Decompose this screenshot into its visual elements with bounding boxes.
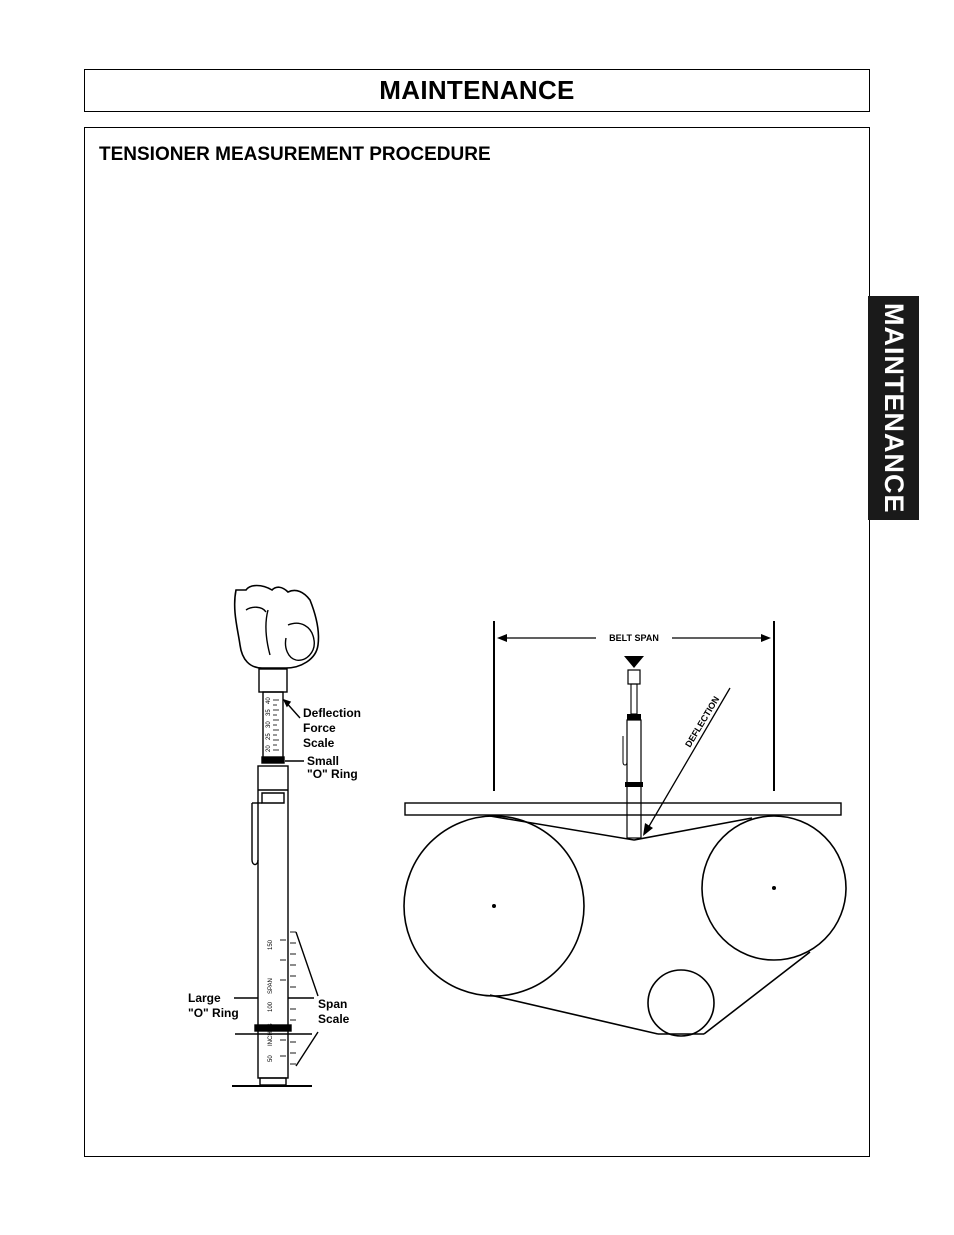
side-tab-label: MAINTENANCE xyxy=(879,302,909,514)
tension-tester-illustration xyxy=(232,584,320,1087)
header-box: MAINTENANCE xyxy=(84,69,870,112)
straight-edge xyxy=(404,802,842,816)
section-title: TENSIONER MEASUREMENT PROCEDURE xyxy=(99,144,491,165)
deflection-arrow xyxy=(647,687,731,829)
scale-num: 40 xyxy=(266,697,272,704)
tool-cap xyxy=(258,668,288,693)
label-force: Force xyxy=(303,721,336,735)
label-deflection: Deflection xyxy=(303,706,361,720)
small-o-ring xyxy=(261,756,285,764)
scale-num: 20 xyxy=(266,745,272,752)
scale-num: 100 xyxy=(268,1001,274,1012)
scale-num: 35 xyxy=(266,709,272,716)
page-title: MAINTENANCE xyxy=(379,75,575,105)
tool-labels: Deflection Force Scale Small "O" Ring La… xyxy=(188,706,361,1026)
label-scale: Scale xyxy=(303,736,335,750)
scale-word: SPAN xyxy=(268,978,274,994)
hand-drawing xyxy=(233,584,320,669)
label-small: Small xyxy=(307,754,339,768)
label-large: Large xyxy=(188,991,221,1005)
content-box: TENSIONER MEASUREMENT PROCEDURE xyxy=(84,127,870,1157)
label-large-o-ring: "O" Ring xyxy=(188,1006,239,1020)
pocket-clip xyxy=(261,792,285,804)
scale-num: 25 xyxy=(266,733,272,740)
side-tab: MAINTENANCE xyxy=(868,296,919,520)
span-scale-numbers: 150 SPAN 100 INCHES 50 xyxy=(268,939,274,1062)
belt-diagram xyxy=(403,621,847,1037)
belt-span-label: BELT SPAN xyxy=(609,633,659,643)
pulley-right xyxy=(701,815,847,961)
scale-num: 30 xyxy=(266,721,272,728)
belt xyxy=(489,815,753,841)
label-span-scale: Scale xyxy=(318,1012,350,1026)
label-small-o-ring: "O" Ring xyxy=(307,767,358,781)
scale-num: 150 xyxy=(268,939,274,950)
idler-pulley xyxy=(647,969,715,1037)
force-scale-numbers: 40 35 30 25 20 xyxy=(266,697,272,752)
scale-num: 50 xyxy=(268,1055,274,1062)
force-arrow xyxy=(624,656,644,668)
deflection-label: DEFLECTION xyxy=(683,695,721,749)
large-o-ring xyxy=(254,1024,292,1032)
label-span: Span xyxy=(318,997,347,1011)
scale-word: INCHES xyxy=(268,1023,274,1046)
